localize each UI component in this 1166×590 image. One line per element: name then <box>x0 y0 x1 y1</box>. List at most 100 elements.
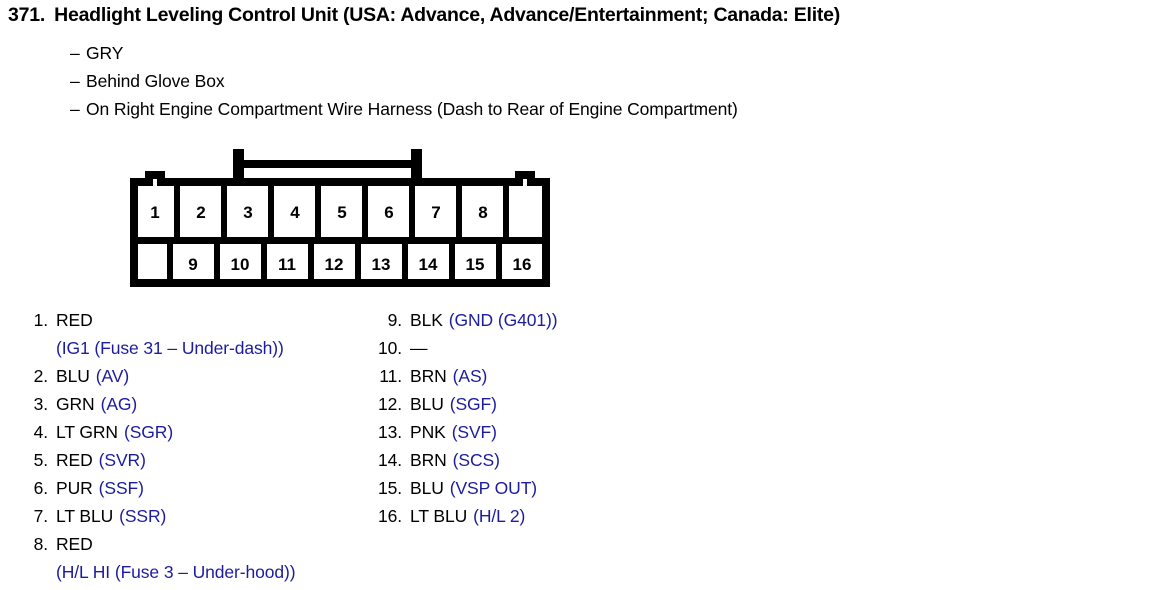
pin-list-right: 9. BLK(GND (G401)) 10. — 11. BRN(AS) 12. BLU… <box>368 306 698 530</box>
bullet-dash-icon: – <box>70 71 80 91</box>
pin-wire-color: BRN <box>410 366 447 386</box>
pin-number: 5 <box>337 203 346 222</box>
pin-number: 12 <box>325 255 344 274</box>
pin-wire-color: BLK <box>410 310 443 330</box>
pin-entry: 7. LT BLU(SSR) <box>18 502 368 530</box>
pin-entry: 9. BLK(GND (G401)) <box>368 306 698 334</box>
pin-circuit-name: (SSR) <box>119 506 167 526</box>
pin-wire-color: GRN <box>56 394 95 414</box>
pin-circuit-name: (AG) <box>100 394 138 414</box>
pin-index: 1. <box>33 310 49 330</box>
pin-entry: 1. RED (IG1 (Fuse 31 – Under-dash)) <box>18 306 368 362</box>
pin-entry: 8. RED (H/L HI (Fuse 3 – Under-hood)) <box>18 530 368 586</box>
pin-entry: 10. — <box>368 334 698 362</box>
pin-number: 2 <box>196 203 205 222</box>
pin-index: 9. <box>387 310 403 330</box>
pin-wire-color: PUR <box>56 478 93 498</box>
detail-line-text: GRY <box>86 43 124 63</box>
detail-line-location: –Behind Glove Box <box>70 71 225 92</box>
connector-latch-icon <box>233 149 422 185</box>
pin-wire-color: LT BLU <box>410 506 468 526</box>
title-item-number: 371. <box>8 4 46 26</box>
pin-number: 7 <box>431 203 440 222</box>
pin-entry: 13. PNK(SVF) <box>368 418 698 446</box>
top-row-pin-numbers: 1 2 3 4 5 6 7 8 <box>150 203 487 222</box>
pin-index: 15. <box>377 478 402 498</box>
pin-index: 10. <box>377 338 402 358</box>
pin-index: 2. <box>33 366 49 386</box>
pin-list-left: 1. RED (IG1 (Fuse 31 – Under-dash)) 2. BLU… <box>18 306 368 586</box>
pin-wire-color: BLU <box>410 394 444 414</box>
pin-circuit-name: (AS) <box>452 366 488 386</box>
pin-number: 1 <box>150 203 159 222</box>
pin-entry: 16. LT BLU(H/L 2) <box>368 502 698 530</box>
pin-wire-color: PNK <box>410 422 446 442</box>
connector-svg: 1 2 3 4 5 6 7 8 9 10 11 12 13 14 15 16 <box>130 149 550 287</box>
pin-index: 6. <box>33 478 49 498</box>
pin-wire-color: BLU <box>410 478 444 498</box>
top-row-separators <box>174 186 509 238</box>
pin-number: 15 <box>466 255 485 274</box>
pin-number: 6 <box>384 203 393 222</box>
pin-index: 12. <box>377 394 402 414</box>
pin-index: 8. <box>33 534 49 554</box>
pin-wire-color: RED <box>56 534 93 554</box>
pin-circuit-name: (SGR) <box>123 422 174 442</box>
pin-number: 4 <box>290 203 300 222</box>
pin-index: 7. <box>33 506 49 526</box>
pin-number: 9 <box>188 255 197 274</box>
pin-circuit-name: (SVR) <box>98 450 146 470</box>
pin-circuit-name: (H/L HI (Fuse 3 – Under-hood)) <box>56 562 296 582</box>
pin-index: 11. <box>379 366 402 386</box>
pin-index: 5. <box>33 450 49 470</box>
pin-number: 3 <box>243 203 252 222</box>
pin-entry: 12. BLU(SGF) <box>368 390 698 418</box>
pin-circuit-name: (AV) <box>95 366 130 386</box>
pin-index: 13. <box>377 422 402 442</box>
pin-index: 3. <box>33 394 49 414</box>
connector-diagram: 1 2 3 4 5 6 7 8 9 10 11 12 13 14 15 16 <box>130 142 550 287</box>
pin-entry: 2. BLU(AV) <box>18 362 368 390</box>
pin-number: 11 <box>278 255 296 274</box>
detail-line-text: On Right Engine Compartment Wire Harness… <box>86 99 738 119</box>
pin-index: 4. <box>33 422 49 442</box>
pin-number: 13 <box>372 255 391 274</box>
pin-circuit-name: (IG1 (Fuse 31 – Under-dash)) <box>56 338 284 358</box>
pin-entry: 11. BRN(AS) <box>368 362 698 390</box>
pin-wire-color: LT GRN <box>56 422 118 442</box>
pin-wire-color: BLU <box>56 366 90 386</box>
pin-index: 14. <box>377 450 402 470</box>
connector-row-divider <box>134 237 546 244</box>
pin-entry: 3. GRN(AG) <box>18 390 368 418</box>
connector-body-outline <box>130 171 550 287</box>
detail-line-wire-color: –GRY <box>70 43 123 64</box>
pin-circuit-name: (SGF) <box>449 394 497 414</box>
pin-circuit-name: (SSF) <box>98 478 144 498</box>
pin-circuit-name: (SVF) <box>451 422 497 442</box>
title-text: Headlight Leveling Control Unit (USA: Ad… <box>54 4 840 26</box>
pin-wire-color: LT BLU <box>56 506 114 526</box>
pin-circuit-name: (GND (G401)) <box>448 310 558 330</box>
pin-circuit-name: (VSP OUT) <box>449 478 538 498</box>
detail-line-harness: –On Right Engine Compartment Wire Harnes… <box>70 99 738 120</box>
pin-number: 8 <box>478 203 487 222</box>
pin-number: 10 <box>231 255 250 274</box>
pin-wire-color: RED <box>56 310 93 330</box>
pin-index: 16. <box>377 506 402 526</box>
pin-circuit-name: (H/L 2) <box>473 506 526 526</box>
page-title: 371. Headlight Leveling Control Unit (USA… <box>8 4 1166 27</box>
pin-not-used-dash: — <box>410 338 428 358</box>
bottom-row-pin-numbers: 9 10 11 12 13 14 15 16 <box>188 255 531 274</box>
pin-wire-color: RED <box>56 450 93 470</box>
pin-entry: 6. PUR(SSF) <box>18 474 368 502</box>
pin-circuit-name: (SCS) <box>452 450 500 470</box>
pin-entry: 4. LT GRN(SGR) <box>18 418 368 446</box>
bullet-dash-icon: – <box>70 99 80 119</box>
bullet-dash-icon: – <box>70 43 80 63</box>
pin-entry: 5. RED(SVR) <box>18 446 368 474</box>
pin-number: 14 <box>419 255 438 274</box>
pin-entry: 14.BRN(SCS) <box>368 446 698 474</box>
pin-number: 16 <box>513 255 532 274</box>
detail-line-text: Behind Glove Box <box>86 71 225 91</box>
pin-entry: 15. BLU(VSP OUT) <box>368 474 698 502</box>
